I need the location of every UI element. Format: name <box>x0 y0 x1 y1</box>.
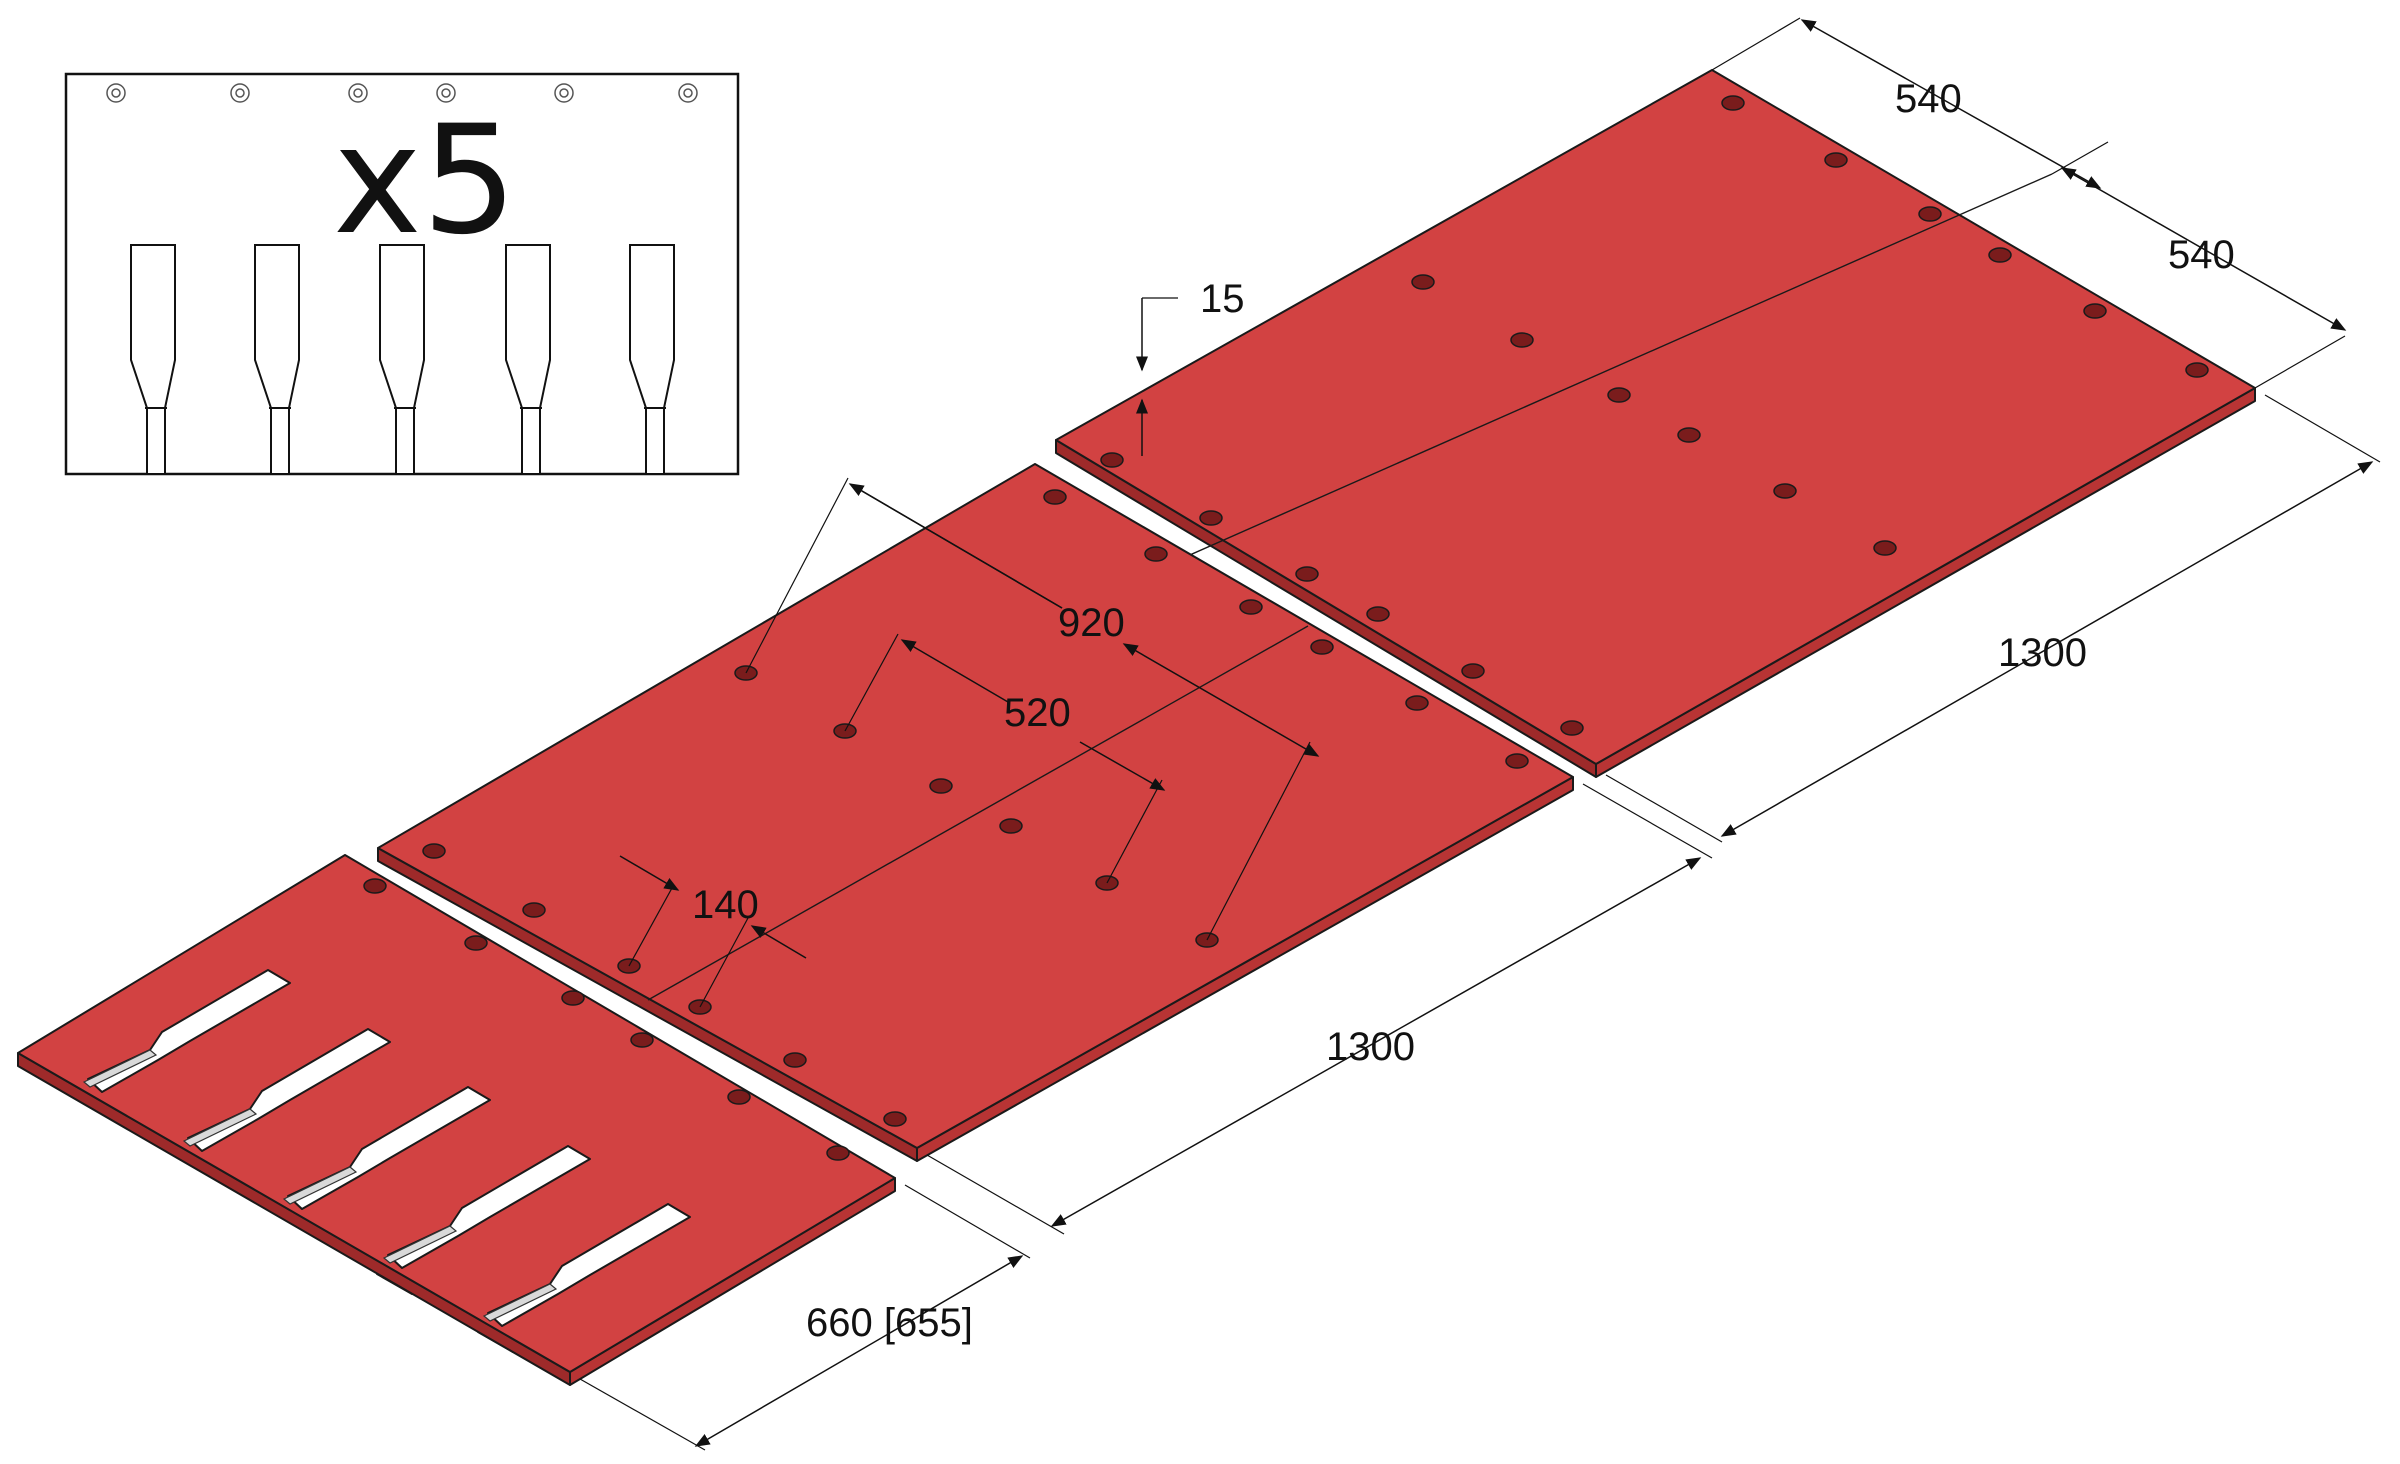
dimension-140: 140 <box>619 855 807 1008</box>
dimension-1300-middle: 1300 <box>926 783 1713 1235</box>
inset-panel: x5 <box>64 72 740 476</box>
bottom-plate <box>17 854 896 1386</box>
dimension-660: 660 [655] <box>579 1184 1031 1451</box>
dim-label-1300-middle: 1300 <box>1326 1025 1415 1069</box>
dimension-1300-top: 1300 <box>1605 394 2381 843</box>
bottom-plate-holes <box>363 878 850 1161</box>
dimension-520: 520 <box>844 633 1166 884</box>
dim-label-660: 660 [655] <box>806 1301 973 1345</box>
dim-label-520: 520 <box>1004 691 1071 735</box>
dim-label-920: 920 <box>1058 601 1125 645</box>
dim-label-540-b: 540 <box>2168 233 2235 277</box>
quantity-label: x5 <box>333 94 517 268</box>
dimension-920: 920 <box>745 477 1320 941</box>
specimen-strips <box>82 1049 558 1322</box>
dim-label-540-a: 540 <box>1895 77 1962 121</box>
dimension-15: 15 <box>1136 277 1245 456</box>
dimension-540-bottom: 540 <box>2060 167 2347 389</box>
dim-label-15: 15 <box>1200 277 1245 321</box>
dimension-540-top: 540 <box>1711 17 2109 189</box>
inset-specimen-outlines <box>130 244 675 475</box>
inset-mounting-holes <box>106 83 698 103</box>
dim-label-140: 140 <box>692 883 759 927</box>
dim-label-1300-top: 1300 <box>1998 631 2087 675</box>
